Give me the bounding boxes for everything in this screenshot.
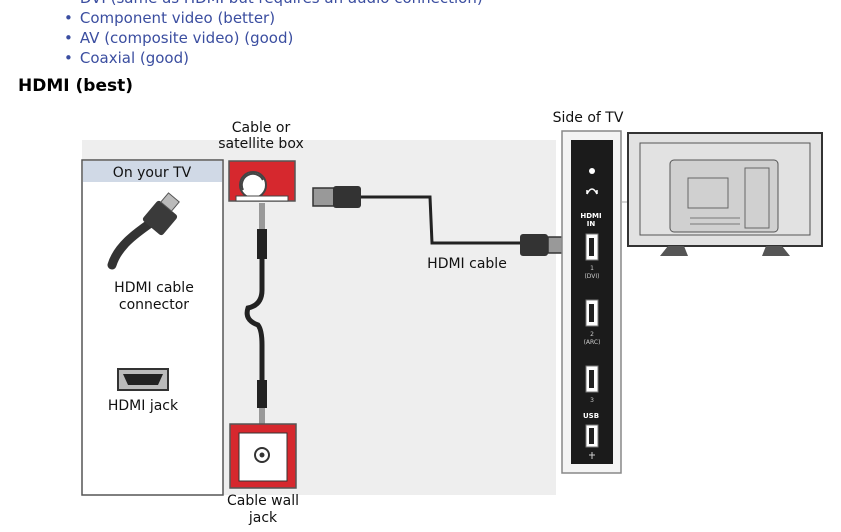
hdmi-cable <box>312 186 571 256</box>
svg-text:(ARC): (ARC) <box>584 339 601 346</box>
hdmi-port-3: 3 <box>585 365 599 404</box>
cable-box-label: satellite box <box>218 136 304 152</box>
wall-jack-label: jack <box>248 510 278 526</box>
cable-box-icon <box>228 160 296 202</box>
hdmi-connector-label: connector <box>119 297 189 313</box>
hdmi-jack-icon <box>117 368 169 391</box>
cable-box-label: Cable or <box>232 120 291 136</box>
wall-jack-label: Cable wall <box>227 493 299 509</box>
list-item: Coaxial (good) <box>64 48 483 68</box>
power-indicator-icon <box>589 168 595 174</box>
connection-options-list: DVI (same as HDMI but requires an audio … <box>64 0 483 68</box>
legend-title: On your TV <box>113 165 192 181</box>
svg-text:1: 1 <box>590 265 594 272</box>
hdmi-in-label: HDMI <box>580 212 601 220</box>
usb-port <box>585 424 599 459</box>
tv-back-illustration <box>627 132 823 256</box>
list-item: AV (composite video) (good) <box>64 28 483 48</box>
hdmi-connector-label: HDMI cable <box>114 280 194 296</box>
coax-cable <box>244 203 267 424</box>
headphone-icon <box>586 188 598 195</box>
hdmi-port-2: 2 (ARC) <box>584 299 601 346</box>
list-item: Component video (better) <box>64 8 483 28</box>
side-of-tv-label: Side of TV <box>553 110 624 126</box>
hdmi-in-label: IN <box>587 220 596 228</box>
hdmi-cable-label: HDMI cable <box>427 256 507 272</box>
section-title: HDMI (best) <box>18 76 133 96</box>
hdmi-port-1: 1 (DVI) <box>584 233 600 280</box>
usb-label: USB <box>583 412 599 420</box>
svg-text:2: 2 <box>590 331 594 338</box>
svg-text:(DVI): (DVI) <box>584 273 599 280</box>
svg-text:3: 3 <box>590 397 594 404</box>
wall-jack-icon <box>229 423 297 489</box>
list-item: DVI (same as HDMI but requires an audio … <box>64 0 483 8</box>
hdmi-jack-label: HDMI jack <box>108 398 179 414</box>
hdmi-plug-icon <box>107 192 180 270</box>
